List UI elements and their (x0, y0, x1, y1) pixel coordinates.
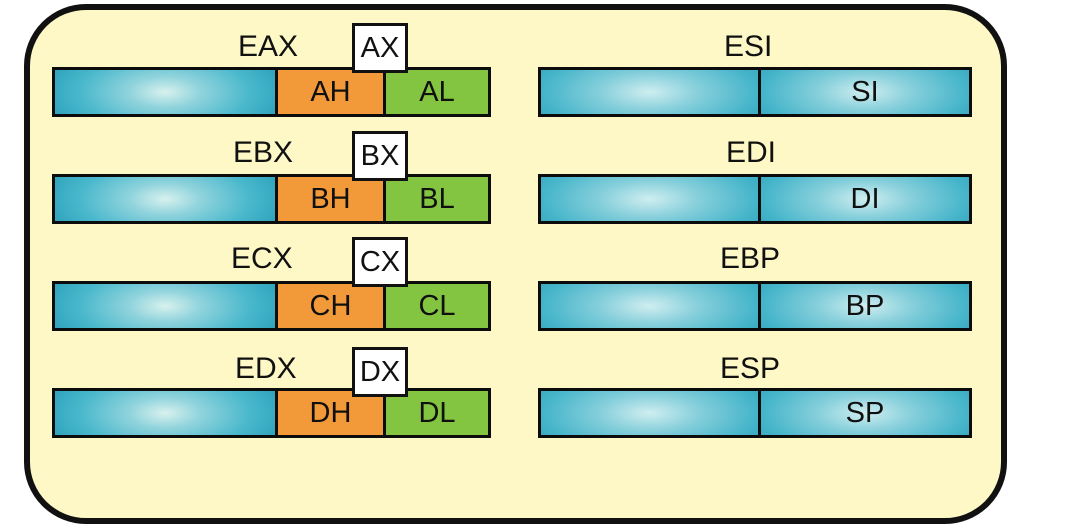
sp-segment: SP (758, 391, 969, 435)
ebx-register: BH BL (52, 174, 491, 224)
edi-register: DI (538, 174, 972, 224)
ebp-label: EBP (720, 242, 781, 275)
eax-register: AH AL (52, 67, 491, 117)
edx-label: EDX (235, 352, 297, 385)
edx-register: DH DL (52, 388, 491, 438)
eax-upper-half (55, 70, 275, 114)
ah-segment: AH (275, 70, 383, 114)
cx-label-box: CX (352, 237, 408, 287)
ch-segment: CH (275, 284, 383, 328)
bh-segment: BH (275, 177, 383, 221)
ecx-label: ECX (231, 242, 293, 275)
ecx-register: CH CL (52, 281, 491, 331)
edx-upper-half (55, 391, 275, 435)
ecx-upper-half (55, 284, 275, 328)
esi-upper-half (541, 70, 758, 114)
bl-segment: BL (383, 177, 488, 221)
al-segment: AL (383, 70, 488, 114)
esp-upper-half (541, 391, 758, 435)
ebx-label: EBX (233, 136, 294, 169)
eax-label: EAX (238, 30, 299, 63)
bp-segment: BP (758, 284, 969, 328)
dx-label-box: DX (352, 347, 408, 397)
di-segment: DI (758, 177, 969, 221)
ebx-upper-half (55, 177, 275, 221)
edi-label: EDI (726, 136, 777, 169)
dh-segment: DH (275, 391, 383, 435)
edi-upper-half (541, 177, 758, 221)
esp-register: SP (538, 388, 972, 438)
esi-label: ESI (724, 30, 773, 63)
dl-segment: DL (383, 391, 488, 435)
ax-label-box: AX (352, 23, 408, 73)
bx-label-box: BX (352, 131, 408, 181)
cl-segment: CL (383, 284, 488, 328)
esi-register: SI (538, 67, 972, 117)
si-segment: SI (758, 70, 969, 114)
esp-label: ESP (720, 352, 781, 385)
ebp-upper-half (541, 284, 758, 328)
ebp-register: BP (538, 281, 972, 331)
